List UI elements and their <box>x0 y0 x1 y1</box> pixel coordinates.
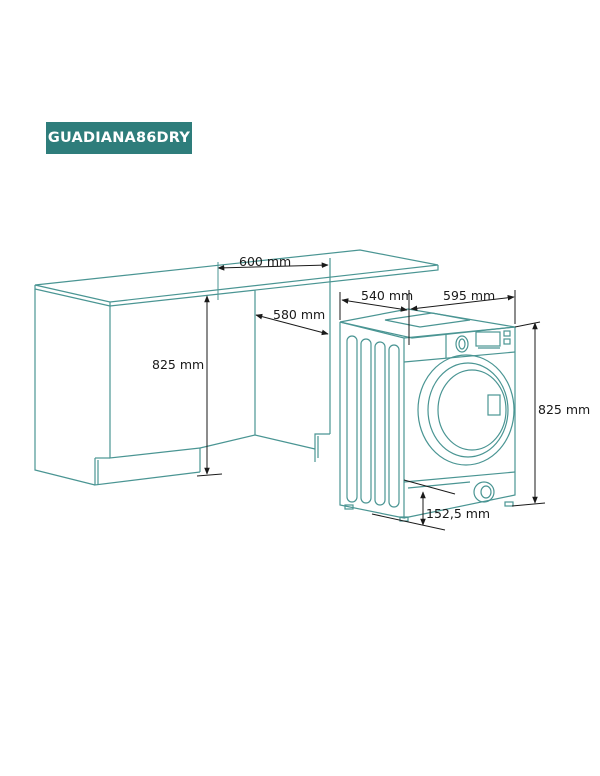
cabinet-height-label: 825 mm <box>152 357 204 372</box>
washing-machine <box>339 308 516 522</box>
appliance-width-label: 595 mm <box>443 288 495 303</box>
cabinet-width-label: 600 mm <box>239 254 291 269</box>
kitchen-cabinet <box>34 249 439 486</box>
appliance-plinth-label: 152,5 mm <box>426 506 490 521</box>
appliance-height-label: 825 mm <box>538 402 590 417</box>
cabinet-depth-label: 580 mm <box>273 307 325 322</box>
model-name-badge: GUADIANA86DRY <box>46 122 192 154</box>
appliance-depth-label: 540 mm <box>361 288 413 303</box>
